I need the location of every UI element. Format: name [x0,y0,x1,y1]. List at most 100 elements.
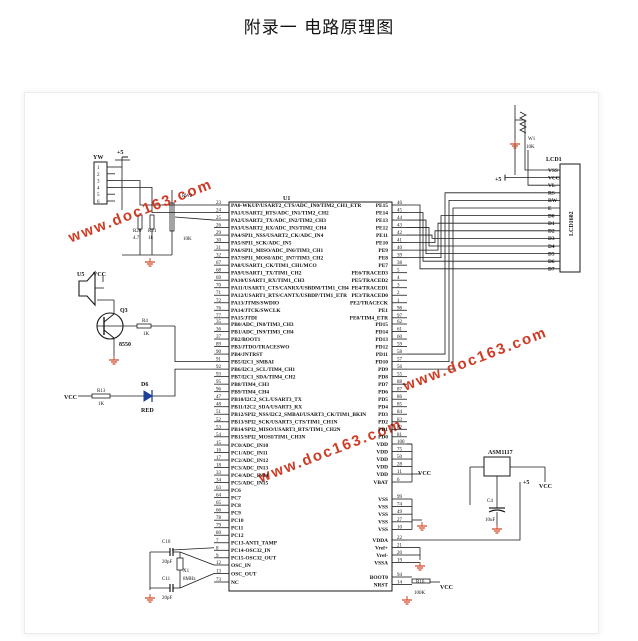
mcu-left-pin-name: PC14-OSC32_IN [231,548,271,554]
buzzer-ref: U5 [77,272,84,278]
mcu-left-pin-name: NC [231,580,239,586]
mcu-right-pin-num: 43 [397,224,403,229]
connector-supply: +5 [117,150,123,156]
mcu-right-pin-name: PE5/TRACED2 [351,278,388,284]
regulator-part: ASM1117 [488,450,513,456]
mcu-left-pin-name: PA4/SPI1_NSS/USART2_CK/ADC_IN4 [231,233,324,239]
mcu-left-pin-name: PA3/USART2_RX/ADC_IN3/TIM2_CH4 [231,225,327,231]
mcu-right-pin-name: PE0/TIM4_ETR [350,316,388,322]
mcu-left-pin-num: 35 [216,320,222,325]
mcu-right-pin-name: PD3 [378,412,388,418]
mcu-left-pin-name: PA0-WKUP/USART2_CTS/ADC_IN0/TIM2_CH1_ETR [231,203,361,209]
svg-text:www.doc163.com: www.doc163.com [400,324,550,395]
mcu-left-pin-name: PA12/USART1_RTS/CANTX/USBDP/TIM1_ETR [231,293,347,299]
mcu-left-pin-name: PA6/SPI1_MISO/ADC_IN6/TIM3_CH1 [231,248,323,254]
mcu-right-pin-name: PD0 [378,435,388,441]
mcu-left-pin-name: PC13-ANTI_TAMP [231,541,278,547]
mcu-right-pin-num: 94 [397,573,403,578]
transistor-q3: Q3 8550 [96,308,131,348]
mcu-left-pin-num: 92 [216,365,222,370]
mcu-right-pin-num: 82 [397,425,403,430]
mcu-left-pin-num: 72 [216,299,222,304]
mcu-left-pin-num: 47 [216,395,222,400]
regulator-in: +5 [523,480,529,486]
w1-ref: W1 [528,137,536,142]
mcu-right-pin-name: VSS [378,512,388,518]
mcu-right-pin-num: 59 [397,343,403,348]
w1-value: 10K [526,145,535,150]
mcu-right-pin-name: PD10 [375,359,388,365]
mcu-right-pin-num: 4 [397,276,400,281]
mcu-left-pin-num: 69 [216,276,222,281]
mcu-left-pin-name: PC8 [231,503,241,509]
mcu-left-pin-name: PA14/JTCK/SWCLK [231,308,281,314]
mcu-right-pin-name: PD2 [378,420,388,426]
mcu-left-pin-name: OSC_IN [231,563,251,569]
r21-value: 1k [148,236,154,241]
crystal-circuit: C10 20pF C11 20pF X1 8MHz [162,540,197,601]
mcu-right-pin-num: 1 [397,299,400,304]
mcu-right-pin-num: 60 [397,335,403,340]
mcu-left-pin-num: 78 [216,516,222,521]
mcu-right-pin-num: 85 [397,403,403,408]
mcu-right-pin-num: 99 [397,495,403,500]
mcu-left-pin-name: PB13/SPI2_SCK/USART3_CTS/TIM1_CH1N [231,420,338,426]
mcu-right-pin-num: 39 [397,254,403,259]
c10-value: 20pF [162,560,173,565]
mcu-right-pin-name: PD7 [378,382,388,388]
mcu-left-pin-num: 70 [216,284,222,289]
mcu-left-pin-num: 76 [216,306,222,311]
mcu-right-pin-name: VDD [376,472,388,478]
mcu-right-pin-name: PE12 [376,225,389,231]
lcd-part: LCD1602 [569,211,575,236]
mcu-left-pin-num: 79 [216,524,222,529]
mcu-right-pin-name: VDD [376,457,388,463]
mcu-left-pin-num: 73 [216,578,222,583]
mcu-left-pin-name: PA2/USART2_TX/ADC_IN2/TIM2_CH3 [231,218,326,224]
mcu-left-pin-num: 13 [216,570,222,575]
mcu-left-pin-name: PB10/I2C2_SCL/USART3_TX [231,397,302,403]
mcu-right-pin-num: 97 [397,314,403,319]
lcd-pin-label: D7 [548,267,555,273]
mcu-left-pin-name: PB4/JNTRST [231,352,263,358]
mcu-left-pin-num: 77 [216,314,222,319]
regulator-ground [492,525,502,534]
mcu-left-pin-num: 71 [216,291,222,296]
vss-ground [417,522,427,531]
mcu-right-pin-name: PD15 [375,322,388,328]
lcd-ref: LCD1 [546,157,562,163]
mcu-right-pin-name: PE4/TRACED1 [351,286,388,292]
connector-pin-num: 1 [97,166,100,171]
mcu-right-pin-num: 38 [397,261,403,266]
mcu-right-pin-num: 50 [397,455,403,460]
mcu-right-pin-num: 2 [397,291,400,296]
mcu-right-pin-num: 57 [397,358,403,363]
mcu-left-pin-num: 16 [216,449,222,454]
vssa-ground [415,562,425,571]
mcu-left-pin-num: 29 [216,231,222,236]
lcd-pin-label: E [548,206,552,212]
mcu-right-pin-name: VSS [378,527,388,533]
mcu-right-pin-name: VSS [378,497,388,503]
mcu-left-pin-num: 33 [216,471,222,476]
regulator-out: VCC [539,484,552,490]
mcu-right-pin-num: 58 [397,350,403,355]
mcu-left-pin-num: 15 [216,441,222,446]
mcu-right-pin-name: PD13 [375,337,388,343]
mcu-right-pin-num: 100 [397,440,405,445]
mcu-left-pin-num: 68 [216,269,222,274]
lcd-pin-label: D0 [548,213,555,219]
mcu-right-pin-name: PE3/TRACED0 [351,293,388,299]
c11-value: 20pF [162,596,173,601]
mcu-right-pin-num: 40 [397,246,403,251]
r20-ref: R20 [133,229,142,234]
mcu-left-pin-name: PB12/SPI2_NSS/I2C2_SMBAI/USART3_CK/TIM1_… [231,412,366,418]
mcu-right-pin-num: 27 [397,518,403,523]
mcu-right-pin-num: 81 [397,433,403,438]
mcu-left-pin-name: PB14/SPI2_MISO/USART3_RTS/TIM1_CH2N [231,427,341,433]
mcu-left-pin-num: 34 [216,479,222,484]
mcu-left-pin-name: PC15-OSC32_OUT [231,556,277,562]
r16-ref: R16 [416,580,425,585]
mcu-right-pin-num: 45 [397,209,403,214]
mcu-right-pin-num: 3 [397,284,400,289]
